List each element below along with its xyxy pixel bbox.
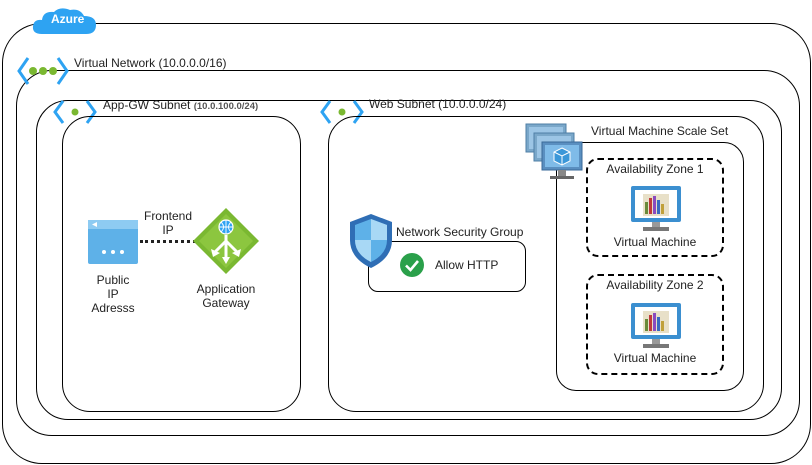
azure-label: Azure (51, 12, 85, 26)
public-ip-label: Public IP Adresss (91, 273, 135, 315)
nsg-rule-label: Allow HTTP (435, 258, 499, 272)
application-gateway-label: Application Gateway (196, 282, 256, 310)
vnet-name: Virtual Network (74, 56, 156, 70)
virtual-machine-icon[interactable] (631, 303, 681, 349)
vnet-inner-boundary (36, 100, 782, 420)
vnet-icon (17, 57, 69, 85)
nsg-shield-icon[interactable] (350, 214, 392, 268)
virtual-machine-icon[interactable] (631, 186, 681, 232)
appgw-subnet-label: App-GW Subnet (10.0.100.0/24) (103, 98, 258, 112)
application-gateway-icon[interactable] (193, 208, 259, 274)
appgw-subnet-name: App-GW Subnet (103, 98, 191, 112)
vmss-label: Virtual Machine Scale Set (591, 124, 729, 138)
zone-2-vm-label: Virtual Machine (613, 351, 697, 365)
appgw-subnet-cidr: (10.0.100.0/24) (193, 101, 259, 112)
zone-2-label: Availability Zone 2 (606, 278, 704, 292)
web-subnet-icon (320, 100, 364, 124)
nsg-label: Network Security Group (396, 225, 524, 239)
check-icon (400, 253, 424, 277)
vnet-label: Virtual Network (10.0.0.0/16) (74, 56, 227, 70)
appgw-subnet-box (62, 116, 301, 412)
zone-1-label: Availability Zone 1 (606, 162, 704, 176)
web-subnet-cidr: (10.0.0.0/24) (438, 97, 507, 111)
availability-zone-1 (586, 158, 724, 257)
vnet-cidr: (10.0.0.0/16) (158, 56, 227, 70)
web-subnet-label: Web Subnet (10.0.0.0/24) (369, 97, 506, 111)
vmss-box (556, 142, 744, 391)
frontend-ip-label: Frontend IP (143, 209, 193, 237)
azure-cloud-icon (32, 8, 96, 34)
azure-boundary (2, 23, 811, 464)
public-ip-icon[interactable] (88, 220, 138, 264)
web-subnet-name: Web Subnet (369, 97, 435, 111)
availability-zone-2 (586, 274, 724, 375)
web-subnet-box (328, 116, 764, 412)
vnet-boundary (16, 70, 800, 436)
zone-1-vm-label: Virtual Machine (613, 235, 697, 249)
vmss-icon[interactable] (525, 123, 586, 182)
frontend-connector (140, 240, 196, 243)
